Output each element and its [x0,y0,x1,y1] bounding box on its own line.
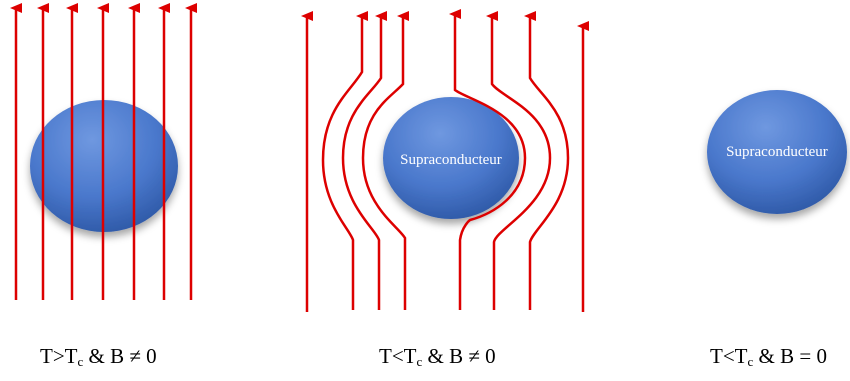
superconductor-label: Supraconducteur [400,152,502,168]
caption-condition: & B = 0 [753,344,827,368]
caption-text: T>T [40,344,78,368]
field-line [449,9,527,310]
panel-normal-state [10,3,197,300]
caption-condition: & B ≠ 0 [422,344,496,368]
caption-subscript: c [416,354,423,369]
caption-subscript: c [747,354,754,369]
caption-condition: & B ≠ 0 [83,344,157,368]
superconductor-sphere [383,97,519,219]
caption-normal-state: T>Tc & B ≠ 0 [40,344,157,370]
panel-zero-field: Supraconducteur [707,90,847,214]
caption-text: T<T [710,344,748,368]
field-line [486,11,552,310]
caption-text: T<T [379,344,417,368]
superconductor-sphere [707,90,847,214]
caption-meissner-effect: T<Tc & B ≠ 0 [379,344,496,370]
field-line [361,11,409,310]
caption-subscript: c [77,354,84,369]
panel-meissner-effect: Supraconducteur [301,9,589,312]
field-line [321,11,368,310]
caption-zero-field: T<Tc & B = 0 [710,344,827,370]
superconductor-label: Supraconducteur [726,144,828,160]
field-line [524,11,570,310]
field-line [341,11,387,310]
